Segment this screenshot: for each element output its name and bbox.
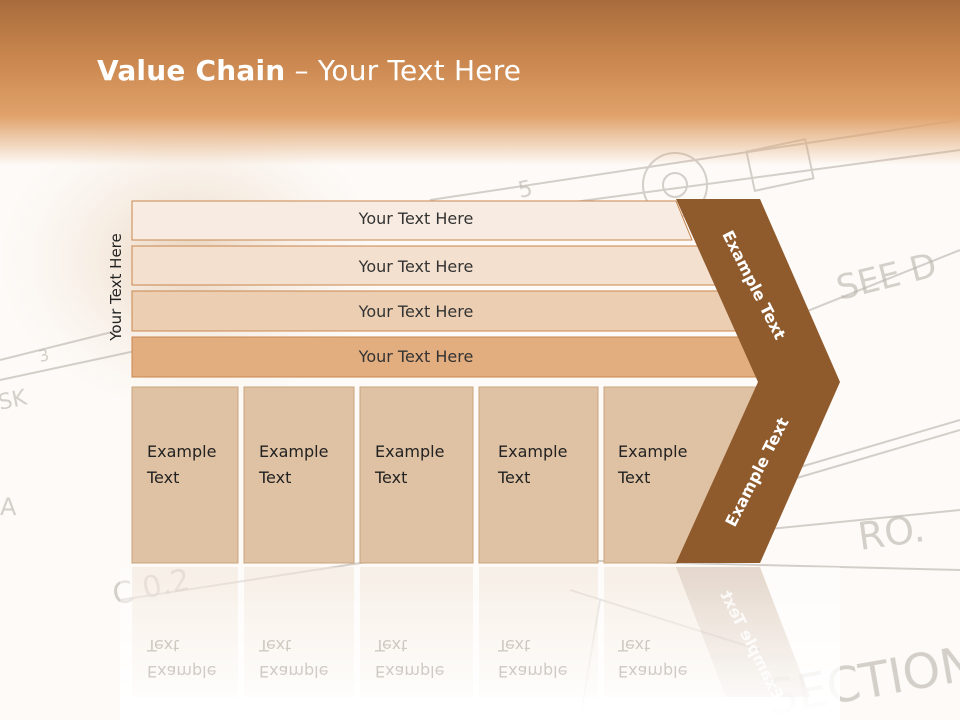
header-band	[0, 0, 960, 165]
bar-2-label: Your Text Here	[358, 257, 474, 276]
box-4	[478, 386, 599, 564]
bar-1	[131, 200, 693, 241]
bar-3-label: Your Text Here	[358, 302, 474, 321]
page-title: Value Chain – Your Text Here	[97, 54, 521, 87]
box-3	[359, 386, 474, 564]
svg-text:A: A	[0, 493, 17, 521]
svg-text:5: 5	[516, 177, 535, 204]
bar-1-label: Your Text Here	[358, 209, 474, 228]
svg-text:3: 3	[37, 345, 51, 366]
svg-text:SK: SK	[0, 385, 30, 415]
title-bold: Value Chain	[97, 54, 286, 87]
chevron	[676, 199, 840, 563]
bar-4-label: Your Text Here	[358, 347, 474, 366]
box-2	[243, 386, 355, 564]
svg-text:RO.: RO.	[855, 506, 927, 559]
title-rest: – Your Text Here	[285, 54, 522, 87]
box-1	[131, 386, 239, 564]
